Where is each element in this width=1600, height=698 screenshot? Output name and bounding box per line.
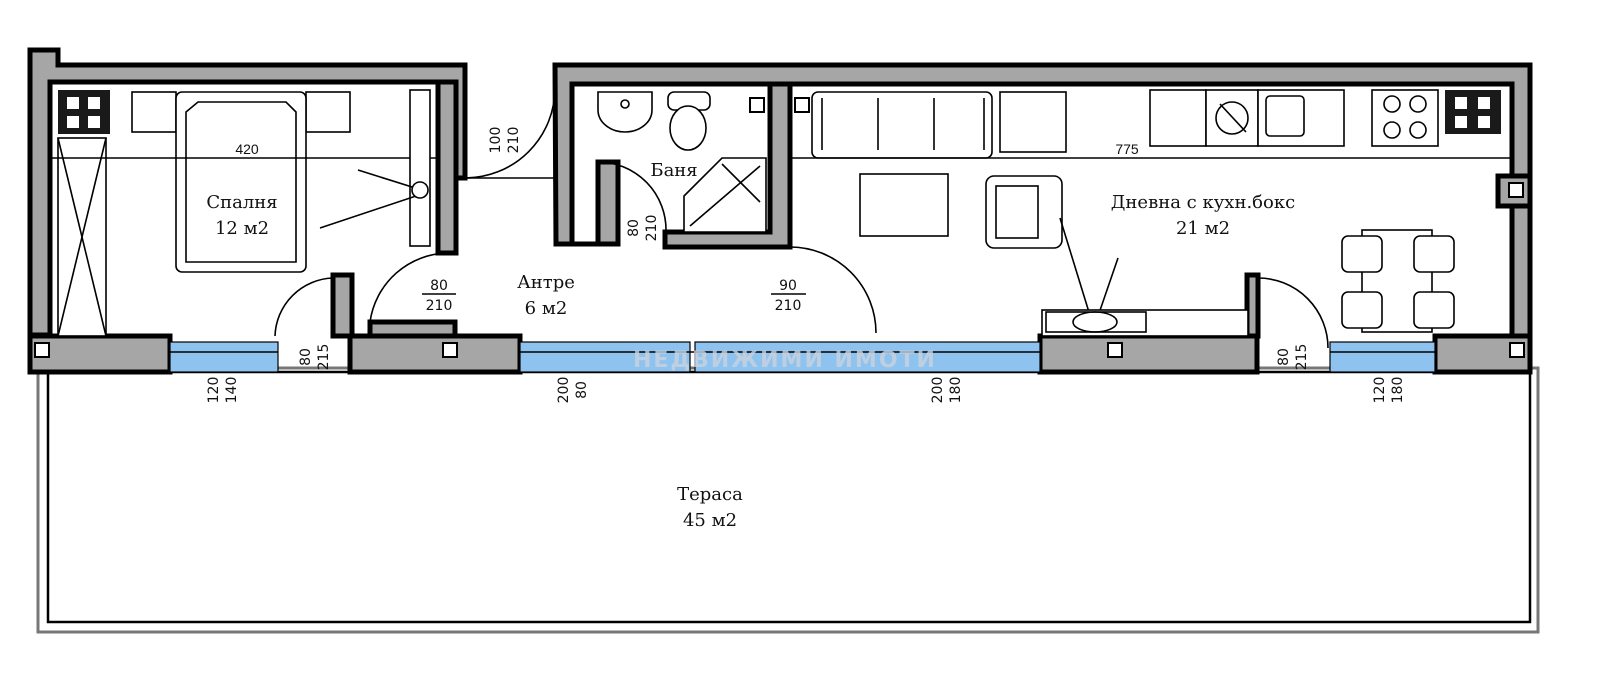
window-2-b: 80 [574,381,590,399]
bedroom-furniture [50,89,438,337]
terrace-door-right-w: 80 [1276,348,1292,366]
terrace-name: Тераса [677,484,743,505]
hall-name: Антре [517,272,575,293]
bedroom-door-w: 80 [430,278,448,294]
bath-name: Баня [650,160,697,181]
terrace [36,366,1540,634]
bathroom-fixtures [597,91,767,233]
bath-door-h: 210 [644,215,660,242]
living-area: 21 м2 [1176,218,1230,239]
entry-door-h: 210 [506,127,522,154]
terrace-door-right-h: 215 [1294,344,1310,371]
bedroom-door-h: 210 [426,298,453,314]
terrace-door-left-w: 80 [298,348,314,366]
window-4-b: 180 [1390,377,1406,404]
glazing [169,341,1436,373]
bedroom-width: 420 [235,141,259,157]
window-4-a: 120 [1372,377,1388,404]
window-3-b: 180 [948,377,964,404]
room-labels: Спалня 12 м2 Антре 6 м2 Баня Дневна с ку… [206,160,1295,531]
dimensions: 420 775 80 210 90 210 100 210 80 210 80 … [206,127,1406,404]
bedroom-area: 12 м2 [215,218,269,239]
window-3-a: 200 [930,377,946,404]
bath-door-w: 80 [626,219,642,237]
hall-area: 6 м2 [525,298,568,319]
window-2-a: 200 [556,377,572,404]
entry-door-w: 100 [488,127,504,154]
bedroom-name: Спалня [206,192,277,213]
living-door-h: 210 [775,298,802,314]
terrace-area: 45 м2 [683,510,737,531]
terrace-door-left-h: 215 [316,344,332,371]
living-door-w: 90 [779,278,797,294]
column-markers [34,90,1525,358]
living-width: 775 [1115,141,1139,157]
living-name: Дневна с кухн.бокс [1111,192,1295,213]
watermark: НЕДВИЖИМИ ИМОТИ [633,348,937,373]
window-1-a: 120 [206,377,222,404]
doors [274,87,1329,349]
window-1-b: 140 [224,377,240,404]
living-furniture [790,89,1512,337]
